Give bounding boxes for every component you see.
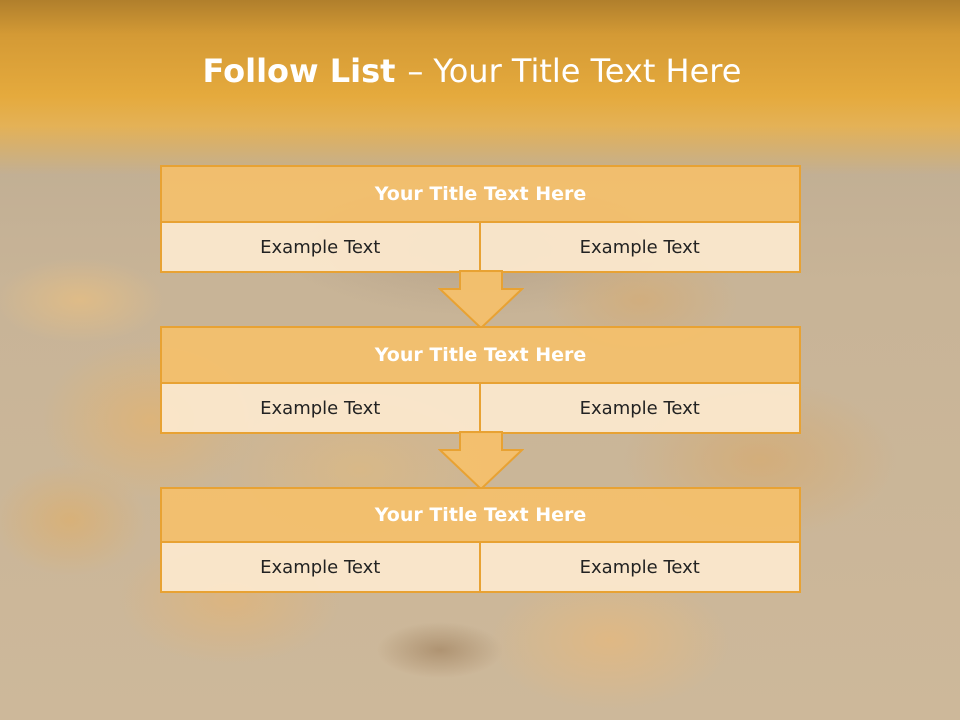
block-title: Your Title Text Here	[160, 165, 801, 223]
title-bold: Follow List	[202, 52, 396, 90]
title-separator: –	[407, 52, 424, 90]
block-row: Example Text Example Text	[160, 543, 801, 593]
block-cell-left: Example Text	[160, 543, 481, 593]
list-block-1: Your Title Text Here Example Text Exampl…	[160, 165, 801, 273]
list-block-3: Your Title Text Here Example Text Exampl…	[160, 487, 801, 593]
title-band	[0, 0, 960, 175]
title-rest: Your Title Text Here	[433, 52, 742, 90]
down-arrow-icon	[438, 431, 524, 491]
block-cell-left: Example Text	[160, 384, 481, 434]
block-title: Your Title Text Here	[160, 487, 801, 543]
down-arrow-icon	[438, 270, 524, 330]
slide-title: Follow List–Your Title Text Here	[0, 52, 944, 90]
block-cell-left: Example Text	[160, 223, 481, 273]
block-title: Your Title Text Here	[160, 326, 801, 384]
block-cell-right: Example Text	[480, 223, 801, 273]
block-cell-right: Example Text	[480, 384, 801, 434]
block-row: Example Text Example Text	[160, 384, 801, 434]
list-block-2: Your Title Text Here Example Text Exampl…	[160, 326, 801, 434]
block-row: Example Text Example Text	[160, 223, 801, 273]
block-cell-right: Example Text	[480, 543, 801, 593]
